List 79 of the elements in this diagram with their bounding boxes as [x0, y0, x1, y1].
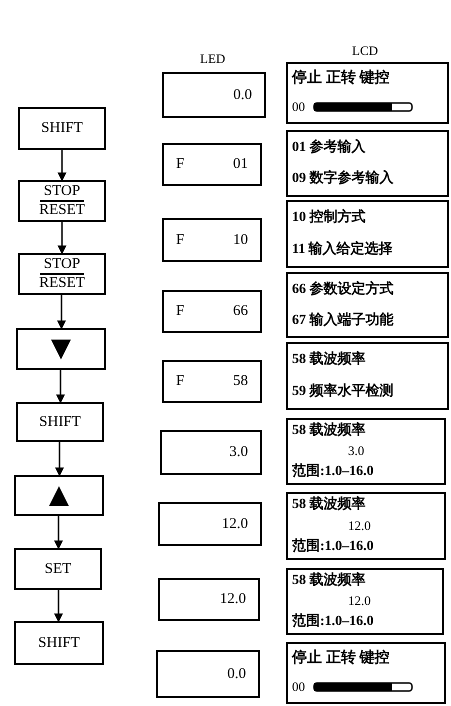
led-text: F: [176, 372, 184, 392]
lcd-display: [286, 492, 446, 560]
lcd-display: [286, 62, 449, 124]
key-label: SHIFT: [41, 120, 83, 137]
lcd-line: 09 数字参考输入: [292, 170, 394, 188]
led-value: 0.0: [233, 86, 252, 105]
key-label: ▲: [42, 478, 76, 512]
lcd-status: 停止 正转 键控: [292, 649, 390, 668]
lcd-line: 00: [292, 678, 305, 696]
key-button: [14, 548, 102, 590]
key-label: SET: [44, 560, 72, 578]
arrow: [54, 516, 63, 550]
key-button: [18, 253, 106, 295]
led-value: 66: [233, 302, 248, 322]
lcd-value: 12.0: [348, 594, 371, 608]
led-value: 3.0: [229, 443, 248, 462]
arrow: [54, 590, 63, 622]
lcd-line: 58 载波频率: [292, 572, 366, 589]
key-button: [14, 621, 104, 665]
lcd-display: [286, 342, 449, 410]
lcd-display: [286, 272, 449, 338]
led-value: 01: [233, 155, 248, 174]
lcd-line: 67 输入端子功能: [292, 312, 394, 330]
lcd-line: 01 参考输入: [292, 138, 366, 157]
arrow: [58, 222, 66, 254]
key-button: [18, 107, 106, 150]
led-display: [158, 578, 260, 621]
arrow: [58, 150, 66, 182]
lcd-display: [286, 200, 449, 268]
lcd-line: 58 载波频率: [292, 497, 366, 513]
led-value: 12.0: [222, 514, 248, 534]
led-display: [158, 502, 262, 546]
key-label: SHIFT: [38, 634, 80, 652]
arrow-key: [16, 328, 106, 370]
lcd-line: 范围:1.0–16.0: [292, 539, 375, 555]
key-button: [18, 180, 106, 222]
led-display: [162, 218, 262, 262]
led-display: [162, 360, 262, 403]
lcd-line: 58 载波频率: [292, 351, 366, 369]
key-label: RESET: [39, 202, 85, 219]
led-display: [162, 290, 262, 333]
key-label: STOP: [40, 183, 84, 202]
led-display: [162, 72, 266, 118]
key-label: STOP: [40, 256, 84, 275]
led-value: 10: [233, 230, 248, 250]
arrow: [56, 370, 65, 404]
led-display: [160, 430, 262, 475]
column-header: LCD: [352, 44, 378, 57]
key-label: ▼: [44, 332, 78, 366]
led-value: 12.0: [220, 590, 246, 610]
lcd-status: 停止 正转 键控: [292, 69, 390, 88]
led-value: 58: [233, 372, 248, 392]
lcd-line: 00: [292, 98, 305, 116]
lcd-line: 58 载波频率: [292, 422, 366, 439]
arrow: [57, 295, 66, 330]
led-text: F: [176, 155, 184, 174]
led-display: [162, 143, 262, 186]
led-value: 0.0: [227, 664, 246, 684]
lcd-line: 范围:1.0–16.0: [292, 614, 375, 630]
lcd-display: [286, 130, 449, 197]
arrow-key: [14, 475, 104, 516]
lcd-display: [286, 568, 444, 635]
led-display: [156, 650, 260, 698]
lcd-line: 10 控制方式: [292, 209, 366, 227]
led-text: F: [176, 230, 184, 250]
key-label: RESET: [39, 275, 85, 292]
lcd-line: 范围:1.0–16.0: [292, 464, 375, 480]
lcd-line: 11 输入给定选择: [292, 241, 394, 259]
lcd-line: 66 参数设定方式: [292, 280, 394, 298]
lcd-value: 3.0: [348, 444, 364, 458]
arrow: [55, 442, 64, 476]
lcd-value: 12.0: [348, 519, 371, 533]
key-label: SHIFT: [39, 414, 81, 430]
led-text: F: [176, 302, 184, 322]
key-button: [16, 402, 104, 442]
lcd-line: 59 频率水平检测: [292, 383, 394, 401]
lcd-display: [286, 642, 446, 704]
column-header: LED: [200, 52, 226, 65]
lcd-display: [286, 418, 446, 485]
